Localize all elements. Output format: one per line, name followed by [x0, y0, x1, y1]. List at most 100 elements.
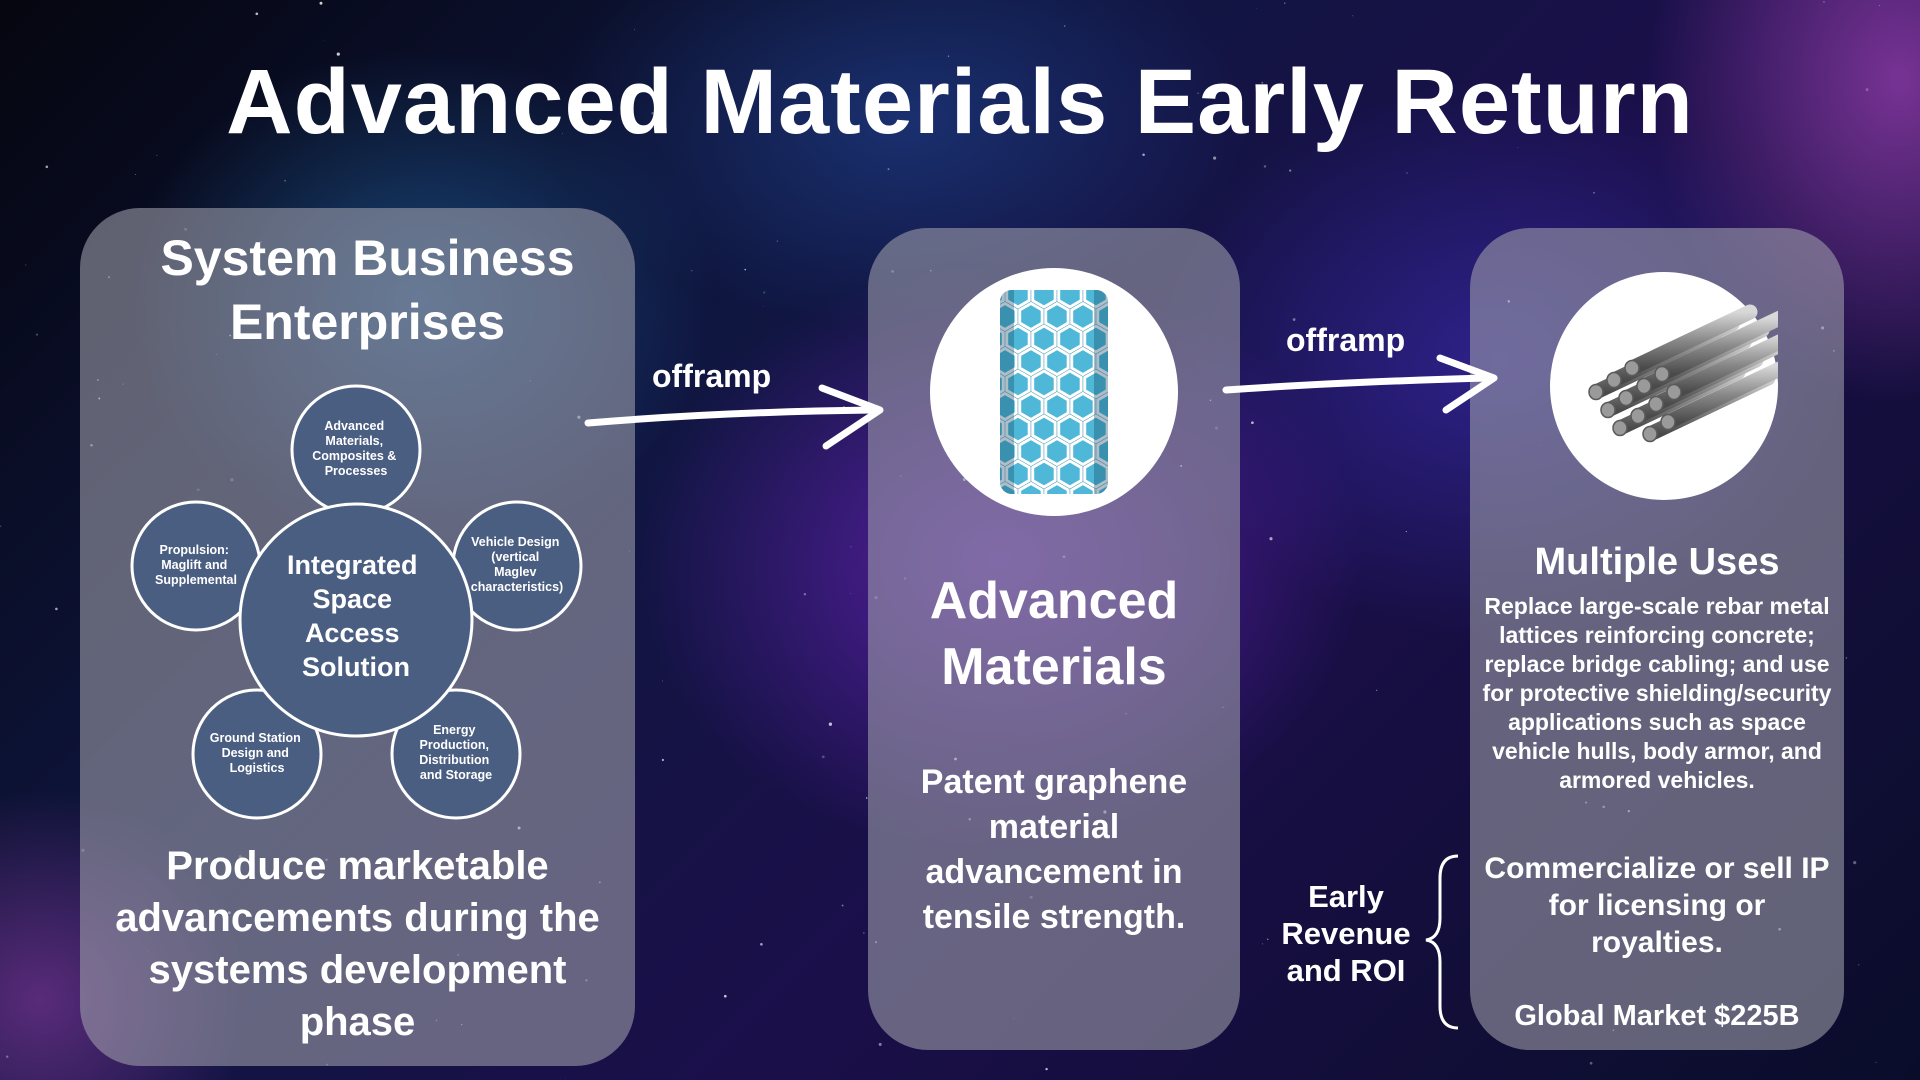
- star: [1284, 2, 1286, 4]
- star: [803, 593, 807, 596]
- star: [763, 291, 766, 294]
- star: [35, 333, 39, 336]
- star: [1189, 106, 1191, 108]
- graphene-hex-cell: [1083, 324, 1108, 354]
- multiple-uses-heading: Multiple Uses: [1534, 541, 1780, 583]
- graphene-hex-cell: [1031, 414, 1057, 444]
- early-revenue-line: Revenue: [1281, 916, 1411, 951]
- graphene-hex-cell: [1057, 324, 1083, 354]
- graphene-hex-cell: [1111, 371, 1134, 397]
- rebar-rod: [1624, 304, 1758, 376]
- star: [1406, 172, 1408, 174]
- heading-line: System Business: [160, 230, 575, 286]
- graphene-hex-cell: [1124, 394, 1147, 420]
- star: [674, 377, 676, 379]
- star: [1251, 421, 1254, 425]
- rebar-end: [1618, 389, 1634, 407]
- graphene-hex-cell: [1000, 414, 1005, 444]
- graphene-hex-cell: [1111, 326, 1134, 352]
- system-business-panel: System Business Enterprises Advanced Mat…: [80, 208, 635, 1066]
- graphene-hex-cell: [1044, 391, 1070, 422]
- graphene-hex-cell: [1031, 290, 1057, 309]
- rebar-end: [1654, 365, 1670, 383]
- graphene-hex-cell: [1083, 290, 1108, 309]
- star: [336, 52, 340, 56]
- graphene-hex-cell: [1070, 301, 1096, 332]
- star: [55, 607, 58, 611]
- node-label-vehicle-design: Vehicle Design (vertical Maglev characte…: [471, 535, 563, 594]
- graphene-hex-cell: [1044, 436, 1070, 467]
- graphene-hex-cell: [1018, 346, 1044, 377]
- star: [1289, 169, 1292, 172]
- graphene-hex-cell: [1000, 436, 1018, 467]
- star: [323, 39, 325, 41]
- star: [843, 79, 847, 84]
- star: [1213, 156, 1217, 160]
- star: [651, 111, 654, 115]
- graphene-hex-cell: [1000, 346, 1018, 377]
- graphene-hex-cell: [1005, 414, 1031, 444]
- graphene-hex-cell: [1083, 459, 1108, 489]
- heading-line: Advanced: [929, 572, 1179, 630]
- star: [1256, 7, 1257, 9]
- star: [1261, 81, 1264, 84]
- graphene-hex-cell: [1124, 304, 1147, 330]
- star: [1879, 5, 1881, 7]
- system-business-heading: System Business Enterprises: [120, 226, 615, 354]
- star: [828, 722, 833, 726]
- system-business-caption: Produce marketable advancements during t…: [115, 844, 600, 1044]
- graphene-hex-cell: [1096, 481, 1108, 494]
- node-label-ground-station: Ground Station Design and Logistics: [210, 731, 304, 775]
- star: [763, 306, 764, 307]
- graphene-hex-cell: [1005, 290, 1031, 309]
- node-integrated-space-access: Integrated Space Access Solution: [238, 502, 474, 738]
- global-market-text: Global Market $225B: [1514, 1000, 1800, 1032]
- node-label-advanced-materials: Advanced Materials, Composites & Process…: [312, 419, 400, 478]
- star: [284, 180, 286, 182]
- graphene-hex-cell: [1096, 301, 1108, 332]
- star: [723, 994, 727, 998]
- multiple-uses-panel: Multiple Uses Replace large-scale rebar …: [1470, 228, 1844, 1050]
- star: [1405, 530, 1407, 533]
- graphene-hex-cell: [1031, 324, 1057, 354]
- star: [1593, 191, 1595, 194]
- star: [1063, 25, 1066, 27]
- star: [878, 1042, 882, 1046]
- node-ground-station: Ground Station Design and Logistics: [191, 688, 323, 820]
- early-revenue-line: and ROI: [1286, 953, 1406, 988]
- rebar-bundle-icon: [1588, 304, 1800, 443]
- graphene-hex-cell: [1111, 281, 1134, 307]
- graphene-hex-cell: [1044, 481, 1070, 494]
- star: [862, 932, 865, 934]
- graphene-hex-cell: [1000, 290, 1005, 309]
- offramp-label-1: offramp: [652, 358, 772, 394]
- node-propulsion: Propulsion: Maglift and Supplemental: [130, 500, 262, 632]
- graphene-hex-cell: [1083, 369, 1108, 399]
- star: [1292, 318, 1296, 321]
- rebar-image: [1550, 272, 1800, 500]
- graphene-hex-cell: [1057, 369, 1083, 399]
- rebar-end: [1630, 407, 1646, 425]
- node-energy: Energy Production, Distribution and Stor…: [390, 688, 522, 820]
- node-vehicle-design: Vehicle Design (vertical Maglev characte…: [451, 500, 583, 632]
- graphene-hex-cell: [1031, 369, 1057, 399]
- rebar-end: [1642, 425, 1658, 443]
- star: [134, 173, 136, 175]
- star: [842, 406, 845, 409]
- rebar-end: [1600, 401, 1616, 419]
- graphene-hex-cell: [1057, 414, 1083, 444]
- star: [662, 680, 663, 682]
- graphene-hex-cell: [1124, 484, 1147, 510]
- heading-line: Materials: [941, 638, 1167, 696]
- graphene-hex-cell: [1070, 436, 1096, 467]
- graphene-hex-cell: [1018, 301, 1044, 332]
- advanced-materials-heading: Advanced Materials: [878, 568, 1230, 700]
- star: [1261, 943, 1264, 945]
- rebar-rod: [1654, 310, 1788, 382]
- star: [1865, 88, 1869, 92]
- advanced-materials-panel: Advanced Materials Patent graphene mater…: [868, 228, 1240, 1050]
- graphene-hex-cell: [1057, 459, 1083, 489]
- star: [0, 525, 2, 528]
- star: [1391, 345, 1393, 346]
- star: [728, 96, 731, 99]
